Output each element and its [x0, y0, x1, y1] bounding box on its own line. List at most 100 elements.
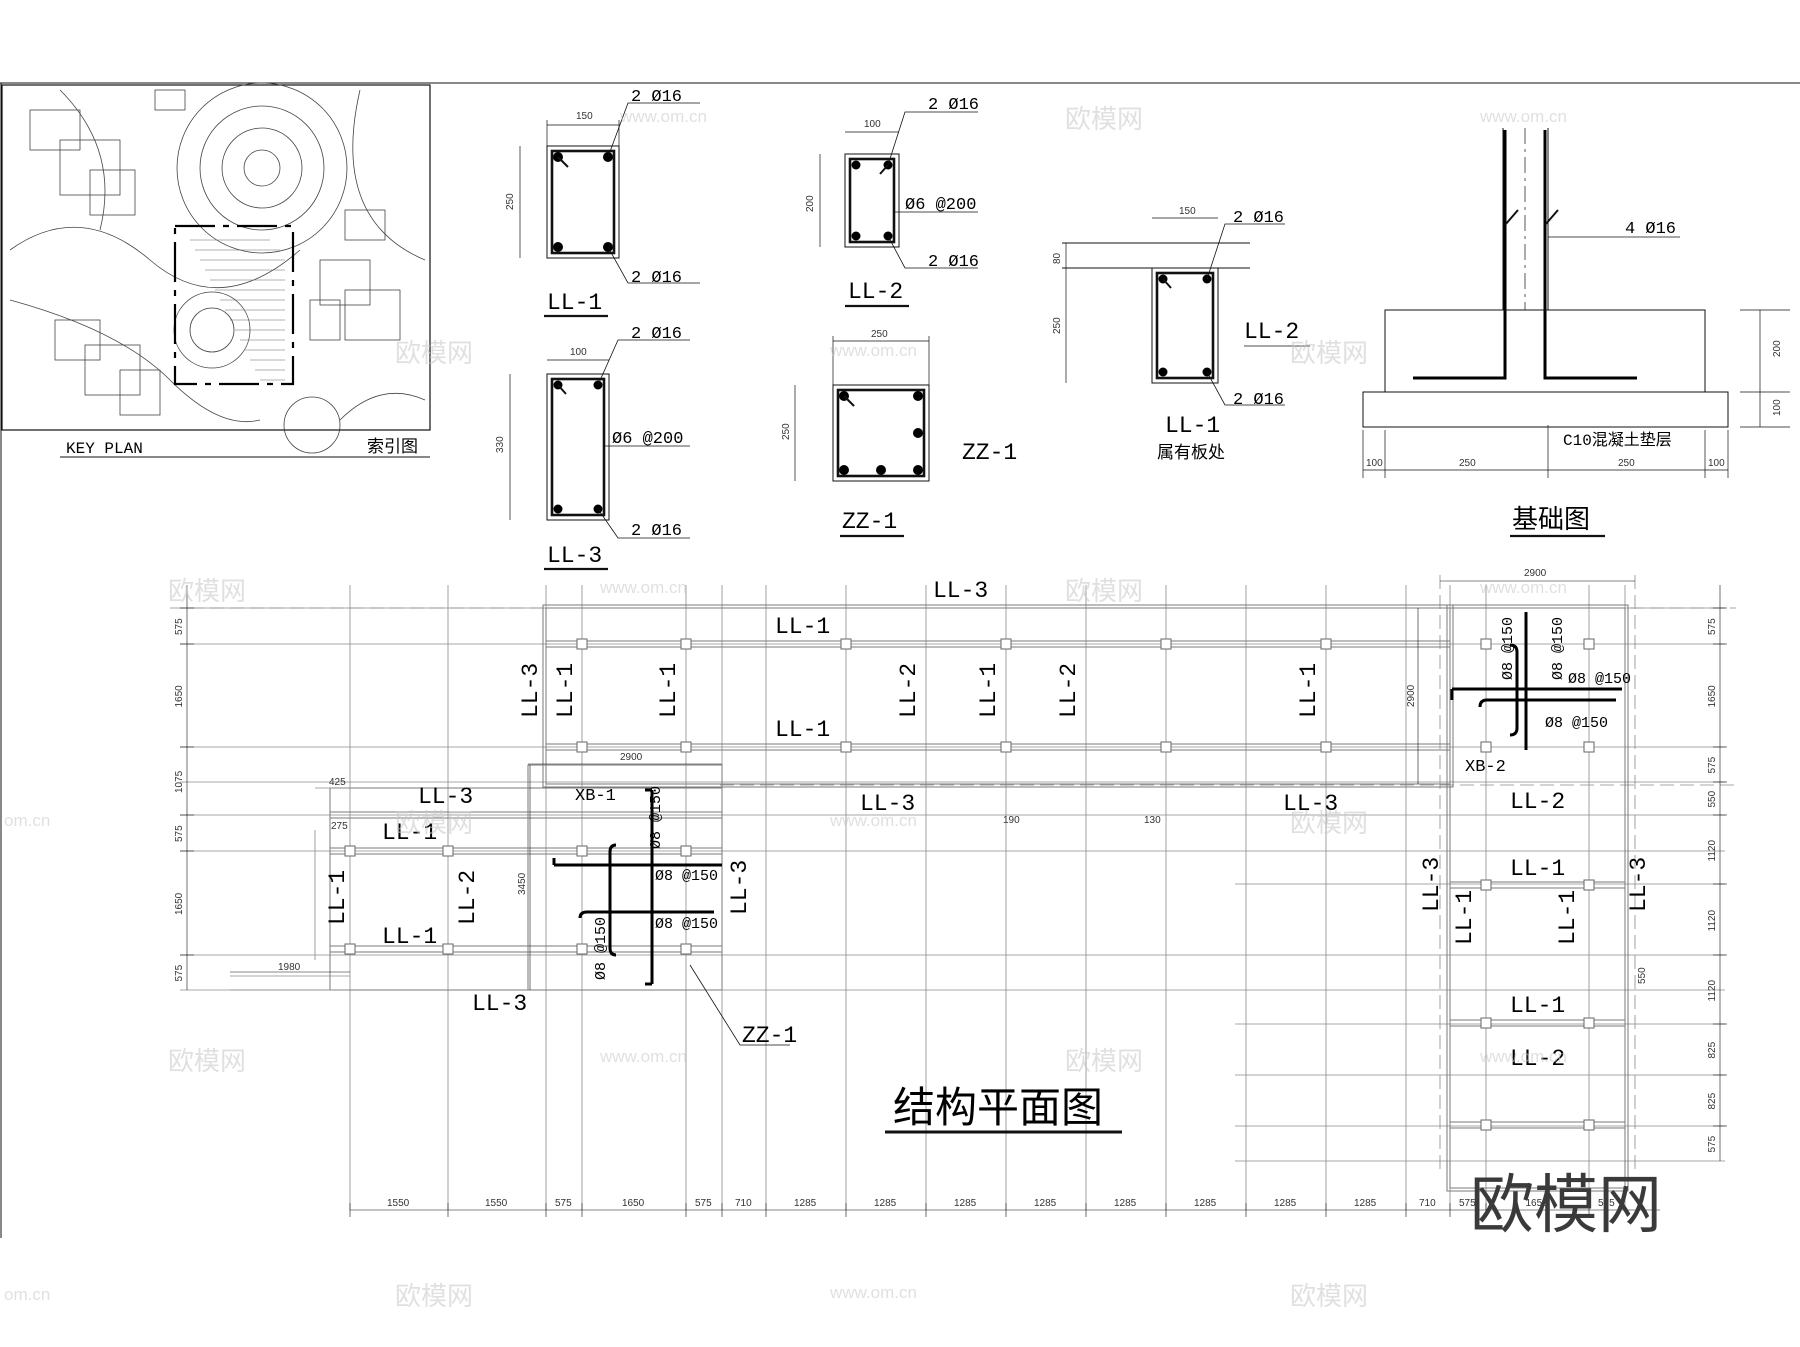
ll2-width-dim: 100 [864, 119, 881, 130]
combo-width-dim: 150 [1179, 206, 1196, 217]
watermark-site-7: www.om.cn [829, 811, 917, 830]
plan-label-ll1-v1: LL-1 [553, 663, 579, 718]
xb2-rebar-label-c: Ø8 @150 [1545, 715, 1608, 732]
xb1-rebar [552, 788, 722, 986]
combo-label-ll2: LL-2 [1244, 319, 1299, 345]
zz1-height-dim: 250 [781, 423, 792, 440]
ll1-width-dim: 150 [576, 111, 593, 122]
watermark-site-4: www.om.cn [599, 578, 687, 597]
section-ll3: 100 330 2 Ø16 Ø6 @200 2 Ø16 LL-3 [495, 325, 690, 571]
combo-height-dim: 250 [1052, 317, 1063, 334]
plan-label-ll2-left-v: LL-2 [455, 870, 481, 925]
watermark-brand-3: 欧模网 [1290, 339, 1368, 369]
ll1-top-rebar: 2 Ø16 [631, 88, 682, 107]
xb1-rebar-label-c: Ø8 @150 [655, 916, 718, 933]
plan-label-ll1-v3: LL-1 [976, 663, 1002, 718]
watermark-brand-6: 欧模网 [395, 809, 473, 839]
section-ll1: 150 250 2 Ø16 2 Ø16 LL-1 [505, 88, 700, 318]
key-plan-label-cn: 索引图 [367, 437, 418, 458]
ll2-bottom-rebar: 2 Ø16 [928, 253, 979, 272]
plan-label-ll3-v1: LL-3 [518, 663, 544, 718]
foundation-title: 基础图 [1512, 505, 1590, 535]
plan-dim-right-6: 1120 [1707, 910, 1718, 932]
watermark-brand-5: 欧模网 [1065, 577, 1143, 607]
plan-dim-bottom-7: 1285 [794, 1198, 817, 1209]
foundation-dim-3: 250 [1618, 458, 1635, 469]
watermark-brand-10: 欧模网 [395, 1282, 473, 1312]
plan-dim-left-4: 575 [174, 825, 185, 842]
ll1-bottom-rebar: 2 Ø16 [631, 269, 682, 288]
xb1-rebar-label-d: Ø8 @150 [593, 917, 610, 980]
plan-dim-bottom-5: 575 [695, 1198, 712, 1209]
plan-label-r-ll1-v2: LL-1 [1555, 890, 1581, 945]
plan-dim-right-height: 2900 [1406, 684, 1417, 707]
xb1-rebar-label-a: Ø8 @150 [648, 786, 665, 849]
foundation-dim-h1: 200 [1772, 340, 1783, 357]
plan-dim-left-1: 575 [174, 618, 185, 635]
plan-label-ll2-v1: LL-2 [896, 663, 922, 718]
watermark-logo: 欧模网 [1470, 1169, 1662, 1243]
plan-dim-left-5: 1650 [174, 892, 185, 915]
structural-plan: LL-3 LL-1 LL-1 LL-3 LL-1 LL-1 LL-2 LL-1 … [170, 568, 1736, 1217]
plan-dim-bottom-10: 1285 [1034, 1198, 1057, 1209]
plan-label-ll3-h2: LL-3 [1283, 791, 1338, 817]
plan-label-zz1: ZZ-1 [742, 1023, 797, 1049]
key-plan: KEY PLAN 索引图 [1, 82, 431, 458]
plan-dim-bottom-15: 710 [1419, 1198, 1436, 1209]
ll2-stirrup: Ø6 @200 [905, 196, 976, 215]
plan-label-ll1-row1: LL-1 [775, 614, 830, 640]
plan-label-ll3-mid-v: LL-3 [727, 860, 753, 915]
foundation-dim-h2: 100 [1772, 399, 1783, 416]
foundation-dim-1: 100 [1366, 458, 1383, 469]
combo-top-rebar: 2 Ø16 [1233, 209, 1284, 228]
plan-label-ll3-h1: LL-3 [860, 791, 915, 817]
plan-dim-top-width: 2900 [1524, 568, 1547, 579]
plan-title: 结构平面图 [893, 1083, 1103, 1132]
plan-dim-left-small2: 275 [331, 821, 348, 832]
ll2-section-title: LL-2 [848, 279, 903, 305]
plan-dim-right-4: 550 [1707, 790, 1718, 807]
plan-dim-bottom-11: 1285 [1114, 1198, 1137, 1209]
plan-dim-mid-width: 2900 [620, 752, 643, 763]
watermark-site-1: www.om.cn [1479, 107, 1567, 126]
foundation-pad-label: C10混凝土垫层 [1563, 431, 1672, 450]
plan-label-ll2-v2: LL-2 [1056, 663, 1082, 718]
watermark-site-9: www.om.cn [1479, 1047, 1567, 1066]
plan-dim-bottom-12: 1285 [1194, 1198, 1217, 1209]
plan-label-ll3-top: LL-3 [933, 578, 988, 604]
ll3-bottom-rebar: 2 Ø16 [631, 522, 682, 541]
plan-dim-left-small: 425 [329, 777, 346, 788]
plan-dim-right-8: 825 [1707, 1041, 1718, 1058]
plan-dim-bottom-14: 1285 [1354, 1198, 1377, 1209]
foundation-rebar: 4 Ø16 [1625, 220, 1676, 239]
section-combo: 150 80 250 2 Ø16 2 Ø16 LL-2 LL-1 属有板处 [1052, 206, 1310, 464]
xb2-rebar [1450, 612, 1622, 750]
watermark-brand-11: 欧模网 [1290, 1282, 1368, 1312]
plan-dim-left-6: 575 [174, 964, 185, 981]
combo-note: 属有板处 [1157, 443, 1225, 464]
watermark-site-6: om.cn [4, 811, 50, 830]
plan-dim-gap1: 190 [1003, 815, 1020, 826]
plan-label-r-ll2-1: LL-2 [1510, 789, 1565, 815]
ll3-top-rebar: 2 Ø16 [631, 325, 682, 344]
plan-dim-bottom-17: 1650 [1526, 1198, 1549, 1209]
watermark-site-2: www.om.cn [619, 107, 707, 126]
watermark-site-5: www.om.cn [1479, 578, 1567, 597]
plan-label-ll1-left-v: LL-1 [325, 870, 351, 925]
watermark-brand-2: 欧模网 [395, 339, 473, 369]
plan-label-ll1-v2: LL-1 [656, 663, 682, 718]
plan-label-r-ll1-2: LL-1 [1510, 993, 1565, 1019]
watermarks: 欧模网 www.om.cn www.om.cn 欧模网 www.om.cn 欧模… [4, 105, 1662, 1312]
plan-dim-mid-height: 3450 [517, 872, 528, 895]
xb2-rebar-label-b: Ø8 @150 [1568, 671, 1631, 688]
plan-label-r-ll3-v2: LL-3 [1626, 857, 1652, 912]
plan-dim-bottom-13: 1285 [1274, 1198, 1297, 1209]
plan-label-xb1: XB-1 [575, 787, 616, 806]
plan-dim-gap2: 130 [1144, 815, 1161, 826]
ll3-section-title: LL-3 [547, 543, 602, 569]
plan-dim-bottom-2: 1550 [485, 1198, 508, 1209]
ll1-section-title: LL-1 [547, 290, 602, 316]
ll3-width-dim: 100 [570, 347, 587, 358]
watermark-site-11: www.om.cn [829, 1283, 917, 1302]
